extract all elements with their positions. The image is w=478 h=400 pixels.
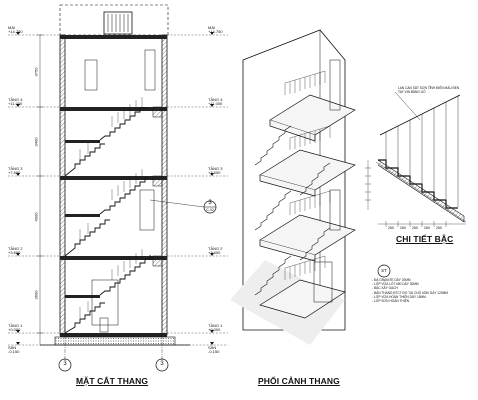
tread-width: 260 (412, 226, 418, 230)
level-name: SÂN (8, 345, 17, 350)
level-name: MÁI (8, 25, 16, 30)
perspective-title: PHỐI CẢNH THANG (258, 376, 340, 386)
step-detail-drawing (365, 91, 467, 278)
level-label-left-roof: MÁI +14.750 (8, 26, 23, 34)
tread-width: 260 (388, 226, 394, 230)
grid-marker-left: 3 (63, 361, 67, 367)
level-label-right-yard: SÂN -0.150 (208, 346, 219, 354)
level-label-left-floor3: TẦNG 3 +7.600 (8, 167, 22, 175)
level-elevation: +3.600 (8, 250, 21, 255)
section-callout-sheet: C-02 (206, 208, 214, 212)
level-elevation: +14.750 (8, 29, 23, 34)
detail-title: CHI TIẾT BẬC (396, 234, 454, 244)
level-name: TẦNG 2 (8, 246, 23, 251)
level-name: SÂN (208, 345, 217, 350)
grid-marker-right: 3 (160, 361, 164, 367)
layer-note: - ĐÁ GRANITE DÀY 20MM (372, 278, 411, 282)
right-wall (161, 34, 168, 336)
floor-slabs (60, 35, 167, 337)
ground-fill (54, 336, 176, 346)
water-tank (103, 11, 133, 35)
level-elevation: +3.600 (208, 250, 221, 255)
level-elevation: -0.150 (208, 349, 220, 354)
handrail-note-line-2: TAY VỊN BẰNG GỖ (398, 90, 426, 95)
layer-note: - LỚP VỮA HOÀN THIỆN DÀY 15MM (372, 294, 426, 299)
dimension-label: 3750 (33, 67, 39, 77)
level-label-right-floor2: TẦNG 2 +3.600 (208, 247, 222, 255)
level-name: MÁI (208, 25, 216, 30)
grid-bubble-right (155, 358, 169, 372)
left-wall (59, 34, 66, 336)
level-label-left-floor2: TẦNG 2 +3.600 (8, 247, 22, 255)
level-label-right-floor3: TẦNG 3 +7.600 (208, 167, 222, 175)
level-name: TẦNG 1 (8, 323, 23, 328)
level-elevation: +14.750 (208, 29, 223, 34)
level-name: TẦNG 3 (208, 166, 223, 171)
section-title: MẶT CẮT THANG (76, 376, 149, 386)
dimension-label: 3400 (33, 137, 39, 147)
level-label-left-floor1: TẦNG 1 +0.000 (8, 324, 22, 332)
layer-note: - LỚP VỮA LÓT #50 DÀY 30MM (372, 282, 419, 287)
layer-note: - BẬC XÂY GẠCH (372, 286, 398, 291)
level-elevation: +7.600 (8, 170, 21, 175)
layer-notes: - ĐÁ GRANITE DÀY 20MM - LỚP VỮA LÓT #50 … (372, 278, 448, 303)
dimension-label: 4000 (33, 212, 39, 222)
grid-bubble-left (58, 358, 72, 372)
layer-note: - LỚP SƠN HOÀN THIỆN (372, 299, 410, 304)
tread-width: 260 (436, 226, 442, 230)
section-callout-number: 3 (208, 200, 212, 206)
balusters (79, 97, 143, 318)
tread-width: 260 (424, 226, 430, 230)
level-label-left-floor4: TẦNG 4 +11.000 (8, 98, 22, 106)
level-label-right-floor1: TẦNG 1 +0.000 (208, 324, 222, 332)
layer-note: - BẢN THANG BTCT ĐỔ TẠI CHỖ #250 DÀY 120… (372, 290, 448, 295)
level-elevation: -0.150 (8, 349, 20, 354)
handrail (379, 94, 461, 136)
handrail-note-line-1: LAN CAN SẮT SƠN TĨNH ĐIỆN MÀU ĐEN (398, 86, 460, 90)
level-label-right-roof: MÁI +14.750 (208, 26, 223, 34)
handrail-note: LAN CAN SẮT SƠN TĨNH ĐIỆN MÀU ĐEN TAY VỊ… (398, 86, 459, 94)
level-name: TẦNG 2 (208, 246, 223, 251)
level-name: TẦNG 1 (208, 323, 223, 328)
detail-marker-bubble (377, 264, 391, 278)
section-drawing (8, 4, 228, 372)
level-label-left-yard: SÂN -0.150 (8, 346, 19, 354)
level-elevation: +11.000 (8, 101, 23, 106)
level-name: TẦNG 4 (208, 97, 223, 102)
dimension-label: 3600 (33, 290, 39, 300)
detail-marker-label: ST (381, 268, 387, 273)
level-name: TẦNG 3 (8, 166, 23, 171)
stair-flights (64, 107, 151, 334)
perspective-drawing (230, 29, 356, 345)
level-elevation: +7.600 (208, 170, 221, 175)
level-elevation: +0.000 (8, 327, 21, 332)
level-elevation: +0.000 (208, 327, 221, 332)
level-elevation: +11.000 (208, 101, 223, 106)
level-name: TẦNG 4 (8, 97, 23, 102)
level-label-right-floor4: TẦNG 4 +11.000 (208, 98, 222, 106)
tread-width: 260 (400, 226, 406, 230)
